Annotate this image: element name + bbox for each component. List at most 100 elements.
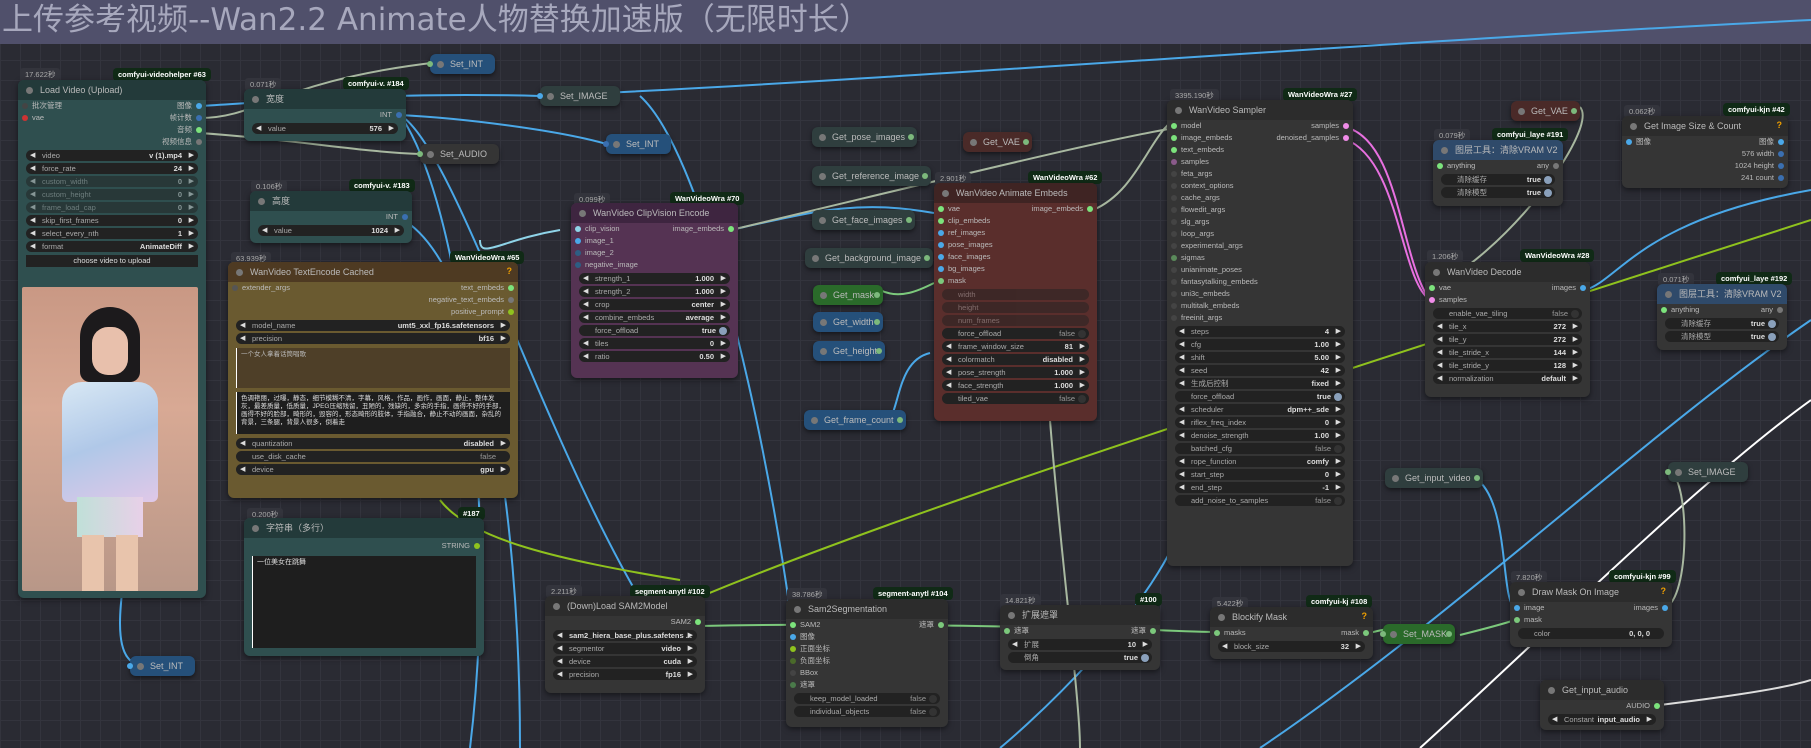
toggle-icon[interactable] [1078,329,1086,338]
port-dot[interactable] [938,230,944,236]
port-dot[interactable] [1380,631,1386,637]
input-mask[interactable]: mask [1524,615,1542,624]
input-samples[interactable]: samples [1181,157,1209,166]
input-feta-args[interactable]: feta_args [1181,169,1213,178]
input-multitalk-embeds[interactable]: multitalk_embeds [1181,301,1240,310]
input-anything[interactable]: anything [1447,161,1476,170]
port-dot[interactable] [1437,163,1443,169]
output-image-embeds[interactable]: image_embeds [672,224,724,233]
port-dot[interactable] [1665,469,1671,475]
port-dot[interactable] [1777,307,1783,313]
set-int-node-3[interactable]: Set_INT [127,656,196,676]
input-sam2[interactable]: SAM2 [800,620,821,629]
output-audio[interactable]: AUDIO [1626,701,1650,710]
port-dot[interactable] [417,151,423,157]
string-textarea[interactable]: 一位美女在跳舞 [252,556,476,648]
input-context-options[interactable]: context_options [1181,181,1234,190]
port-dot[interactable] [1171,183,1177,189]
port-dot[interactable] [876,348,882,354]
widget-end-step[interactable]: end_step-1 [1175,482,1345,493]
port-dot[interactable] [508,285,514,291]
port-dot[interactable] [232,285,238,291]
port-dot[interactable] [196,115,202,121]
input-image-1[interactable]: image_1 [585,236,614,245]
input-experimental-args[interactable]: experimental_args [1181,241,1243,250]
port-dot[interactable] [905,217,912,223]
port-dot[interactable] [603,141,609,147]
output-sam2[interactable]: SAM2 [670,617,691,626]
set-int-node-2[interactable]: Set_INT [603,134,672,154]
port-dot[interactable] [1343,135,1349,141]
port-dot[interactable] [1022,139,1029,145]
input-flowedit-args[interactable]: flowedit_args [1181,205,1226,214]
port-dot[interactable] [396,112,402,118]
output-int[interactable]: INT [385,212,398,221]
toggle-icon[interactable] [1544,188,1552,197]
port-dot[interactable] [1087,206,1093,212]
get-reference-image-node[interactable]: Get_reference_image [812,166,932,186]
port-dot[interactable] [1514,605,1520,611]
get-input-audio-node[interactable]: Get_input_audio AUDIO Constantinput_audi… [1540,680,1664,730]
output-text-embeds[interactable]: text_embeds [461,283,504,292]
input-loop-args[interactable]: loop_args [1181,229,1214,238]
port-dot[interactable] [1171,303,1177,309]
output-height[interactable]: 1024 height [1734,161,1774,170]
port-dot[interactable] [575,226,581,232]
port-dot[interactable] [1778,163,1784,169]
widget-strength-1[interactable]: strength_11.000 [579,273,730,284]
help-icon[interactable]: ? [1776,120,1783,130]
input-vae[interactable]: vae [948,204,961,213]
port-dot[interactable] [1570,108,1577,114]
port-dot[interactable] [790,670,796,676]
input-text-embeds[interactable]: text_embeds [1181,145,1224,154]
port-dot[interactable] [922,173,929,179]
toggle-icon[interactable] [1768,319,1776,328]
get-width-node[interactable]: Get_width [813,312,883,332]
node-title[interactable]: Load Video (Upload) [18,80,206,100]
port-dot[interactable] [1171,123,1177,129]
get-vae-node[interactable]: Get_VAE [963,132,1032,152]
port-dot[interactable] [575,238,581,244]
node-title[interactable]: Draw Mask On Image [1510,582,1672,602]
get-height-node[interactable]: Get_height [813,341,885,361]
port-dot[interactable] [1363,630,1369,636]
port-dot[interactable] [938,206,944,212]
input-masks[interactable]: masks [1224,628,1246,637]
output-count[interactable]: 241 count [1741,173,1774,182]
image-size-count-node[interactable]: Get Image Size & Count ? 图像图像 576 width … [1622,116,1788,188]
port-dot[interactable] [575,262,581,268]
output-images[interactable]: images [1551,283,1576,292]
toggle-icon[interactable] [1141,653,1149,662]
get-pose-images-node[interactable]: Get_pose_images [812,127,918,147]
port-dot[interactable] [790,622,796,628]
port-dot[interactable] [1626,139,1632,145]
input-ref-images[interactable]: ref_images [948,228,986,237]
port-dot[interactable] [1171,315,1177,321]
port-dot[interactable] [1654,703,1660,709]
set-int-node[interactable]: Set_INT [427,54,496,74]
port-dot[interactable] [1473,475,1480,481]
input-image[interactable]: 图像 [1636,137,1651,146]
input-freeinit-args[interactable]: freeinit_args [1181,313,1223,322]
input-uni3c-embeds[interactable]: uni3c_embeds [1181,289,1230,298]
port-dot[interactable] [1778,139,1784,145]
port-dot[interactable] [1171,255,1177,261]
